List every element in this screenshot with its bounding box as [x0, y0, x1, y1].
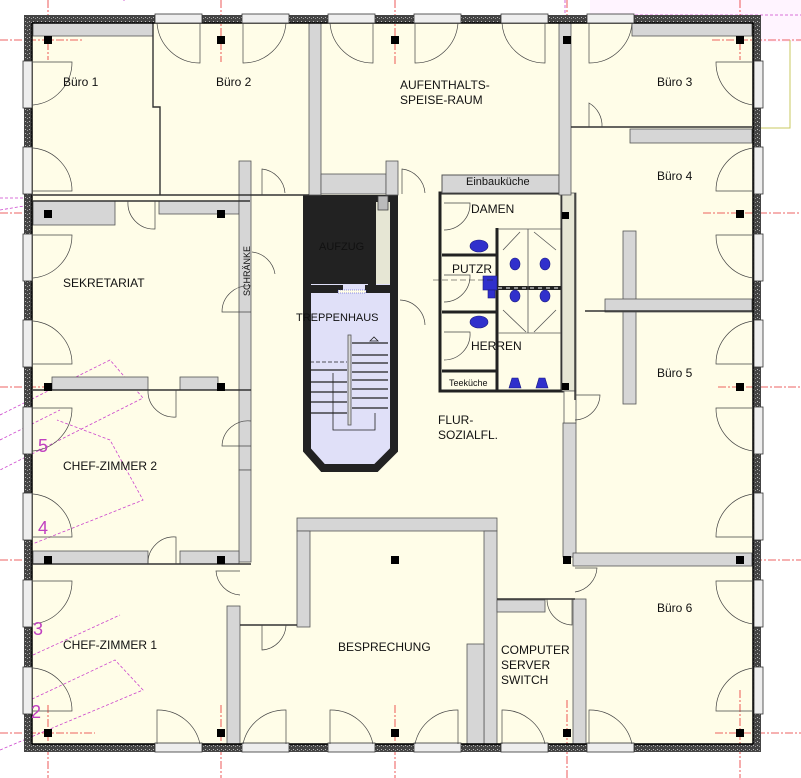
room-label-sekretariat: SEKRETARIAT [63, 276, 145, 290]
columns [44, 36, 744, 737]
room-label-buero-1: Büro 1 [63, 75, 99, 89]
room-label-einbaukueche: Einbauküche [466, 176, 530, 188]
room-label-chef-zimmer-2: CHEF-ZIMMER 2 [63, 459, 157, 473]
grid-axis-label: 3 [33, 619, 44, 639]
room-label-buero-3: Büro 3 [657, 75, 693, 89]
room-label-aufzug: AUFZUG [319, 241, 365, 253]
room-label-buero-6: Büro 6 [657, 601, 693, 615]
lift-control-icon [377, 195, 389, 211]
room-label-treppenhaus: TREPPENHAUS [296, 312, 379, 324]
grid-axis-label: 4 [38, 518, 49, 538]
core [303, 195, 398, 472]
room-label-teekueche: Teeküche [449, 378, 488, 388]
window-swings [32, 22, 754, 745]
room-label-damen: DAMEN [471, 202, 515, 216]
room-label-aufenthalt: AUFENTHALTS- SPEISE-RAUM [400, 78, 490, 107]
door-swings [127, 102, 603, 651]
room-label-herren: HERREN [471, 339, 522, 353]
room-label-putzr: PUTZR [452, 262, 492, 276]
room-label-buero-4: Büro 4 [657, 169, 693, 183]
room-label-chef-zimmer-1: CHEF-ZIMMER 1 [63, 638, 157, 652]
windows [22, 13, 764, 753]
room-label-besprechung: BESPRECHUNG [338, 640, 431, 654]
room-label-buero-5: Büro 5 [657, 366, 693, 380]
grid-axis-label: 5 [38, 436, 49, 456]
room-label-buero-2: Büro 2 [216, 75, 252, 89]
grid-axis-label: 2 [31, 702, 42, 722]
sanitary-block [433, 174, 577, 393]
room-label-computer-server: COMPUTER SERVER SWITCH [501, 643, 570, 687]
thin-partitions [33, 23, 752, 626]
room-label-flur: FLUR- SOZIALFL. [438, 413, 499, 442]
label-schraenke: SCHRÄNKE [242, 245, 252, 296]
